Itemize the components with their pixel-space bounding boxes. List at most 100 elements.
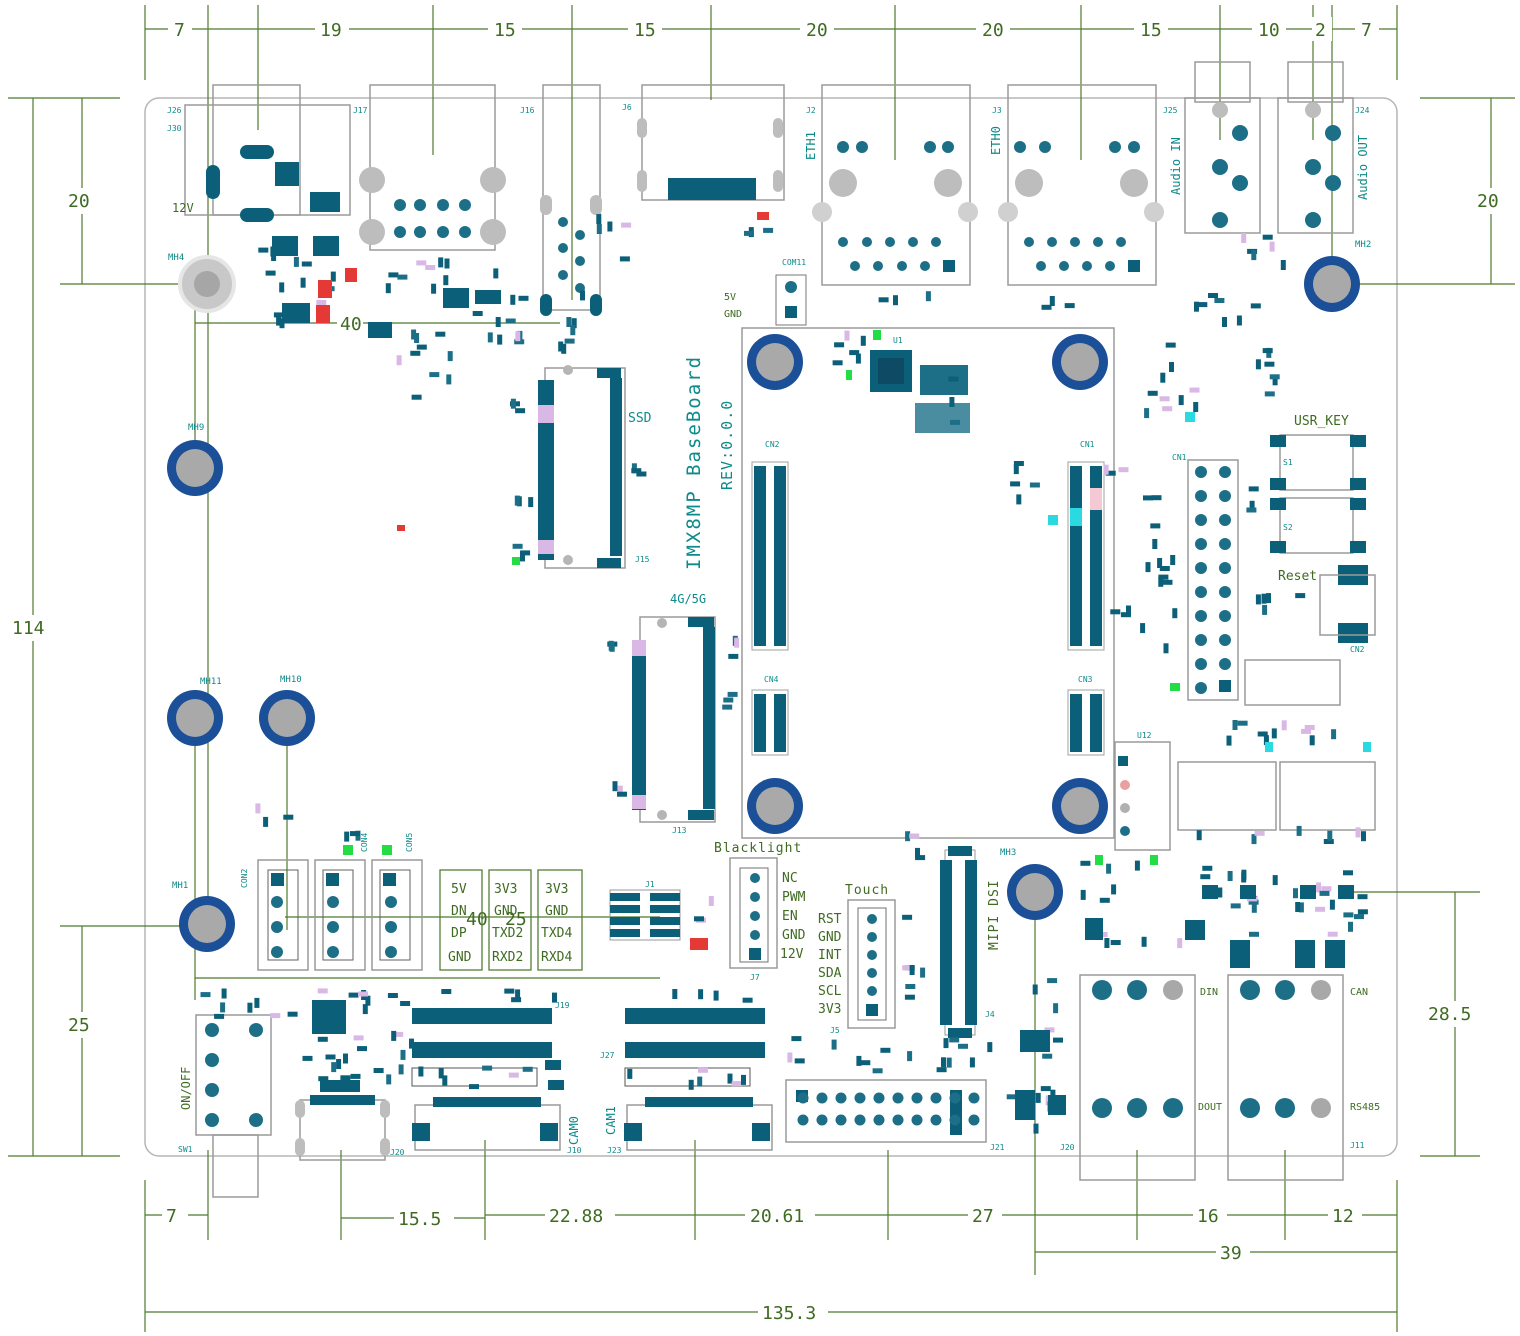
smd-part xyxy=(566,317,572,327)
smd-part xyxy=(318,1076,329,1082)
smd-part xyxy=(791,1036,802,1042)
pin-a-2: DP xyxy=(451,926,467,941)
smd-part xyxy=(1327,830,1333,841)
touch-pin-3: SDA xyxy=(818,966,842,981)
smd-part xyxy=(1197,302,1208,308)
smd-part xyxy=(855,353,861,364)
smd-part xyxy=(447,351,453,362)
smd-part xyxy=(621,222,632,228)
smd-part xyxy=(514,339,525,345)
smd-part xyxy=(909,833,920,839)
dim-inner-25: 25 xyxy=(505,909,527,930)
dim-right-bottom: 28.5 xyxy=(1428,1004,1471,1025)
dim-bottom-1: 15.5 xyxy=(398,1209,441,1230)
smd-part xyxy=(416,344,427,350)
smd-part xyxy=(1178,395,1184,406)
smd-part xyxy=(1159,566,1170,571)
dim-top-8: 2 xyxy=(1315,20,1326,41)
accent-part xyxy=(846,370,852,380)
smd-part xyxy=(1263,735,1269,746)
dim-left-bottom: 25 xyxy=(68,1015,90,1036)
accent-part xyxy=(1265,742,1273,752)
smd-part xyxy=(1110,609,1121,615)
smd-part xyxy=(438,257,444,268)
top-dimension-labels: 7 19 15 15 20 20 15 10 2 7 xyxy=(168,17,1379,41)
mh9-label: MH9 xyxy=(188,423,204,433)
j15-label: J15 xyxy=(635,555,650,564)
ic-part xyxy=(1240,885,1256,899)
j19-pin xyxy=(1219,634,1231,646)
ethernet-eth0: J3 ETH0 xyxy=(989,84,1164,286)
smd-part xyxy=(221,988,227,999)
smd-part xyxy=(1254,830,1265,836)
smd-part xyxy=(1189,387,1200,393)
dim-bottom-2: 22.88 xyxy=(549,1206,603,1227)
mh4-label: MH4 xyxy=(168,253,184,263)
smd-part xyxy=(1250,303,1261,309)
j21-label: J11 xyxy=(1350,1141,1365,1150)
smd-part xyxy=(1236,315,1242,326)
smd-part xyxy=(438,1068,444,1079)
smd-part xyxy=(1099,897,1110,903)
smd-part xyxy=(728,653,739,659)
smd-part xyxy=(947,371,953,382)
dim-top-1: 19 xyxy=(320,20,342,41)
j24-label: J24 xyxy=(1355,106,1370,115)
smd-part xyxy=(607,221,613,232)
accent-part xyxy=(512,557,520,565)
j11-label: J19 xyxy=(555,1001,570,1010)
j19-pin xyxy=(1219,514,1231,526)
ic-part xyxy=(272,236,298,256)
j10-label: J21 xyxy=(990,1143,1005,1152)
smd-part xyxy=(1208,293,1218,298)
label-5v: 5V xyxy=(724,292,736,303)
smd-part xyxy=(596,214,602,225)
smd-part xyxy=(697,1076,703,1087)
label-din: DIN xyxy=(1200,987,1218,998)
reset-button: Reset CN2 xyxy=(1278,565,1376,654)
smd-part xyxy=(358,991,368,997)
s1-label: S1 xyxy=(1283,458,1293,467)
smd-part xyxy=(697,1067,708,1073)
smd-part xyxy=(1214,298,1225,303)
header-pins xyxy=(797,466,1231,1126)
j10-pin xyxy=(797,1114,809,1126)
j10-pin xyxy=(835,1114,847,1126)
smd-part xyxy=(1105,470,1116,476)
touch-pin-1: GND xyxy=(818,930,842,945)
smd-part xyxy=(316,300,327,305)
smd-part xyxy=(1202,865,1213,871)
smd-part xyxy=(987,1042,993,1053)
smd-part xyxy=(698,989,704,1000)
smd-part xyxy=(1163,643,1169,654)
smd-part xyxy=(425,265,436,270)
smd-part xyxy=(302,1055,313,1061)
j27-label: CN2 xyxy=(1350,645,1365,654)
label-usr-key: USR_KEY xyxy=(1294,414,1349,429)
smd-part xyxy=(920,967,926,978)
j10-pin xyxy=(816,1114,828,1126)
smd-part xyxy=(393,1031,404,1037)
pin-group-c: 3V3 GND TXD4 RXD4 xyxy=(537,869,583,971)
user-key-switches: USR_KEY S1 S2 xyxy=(1270,414,1366,554)
smd-part xyxy=(936,1067,947,1073)
smd-part xyxy=(1304,725,1315,730)
pin-a-3: GND xyxy=(448,950,472,965)
dim-right-top: 20 xyxy=(1477,191,1499,212)
smd-part xyxy=(727,1073,733,1084)
cn3-label: CN3 xyxy=(1078,675,1093,684)
smd-part xyxy=(561,343,567,354)
smd-part xyxy=(528,497,534,508)
mh10-label: MH10 xyxy=(280,675,302,685)
ic-part xyxy=(312,1000,346,1034)
ic-part xyxy=(475,290,501,304)
ic-part xyxy=(1020,1030,1050,1052)
label-eth0: ETH0 xyxy=(989,126,1003,155)
j1-label: J1 xyxy=(645,880,655,889)
con4-label: CON4 xyxy=(360,833,369,852)
accent-part xyxy=(873,330,881,340)
cn1-label: CN1 xyxy=(1080,440,1095,449)
smd-part xyxy=(925,291,931,302)
